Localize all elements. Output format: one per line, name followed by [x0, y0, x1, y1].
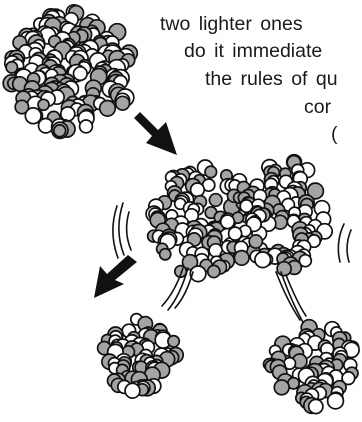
- caption-line: (: [331, 123, 338, 146]
- nucleon-light: [328, 393, 344, 409]
- nucleon-dark: [277, 262, 291, 276]
- nucleon-light: [191, 183, 205, 197]
- parent-nucleus-icon: [3, 5, 137, 139]
- nucleon-dark: [234, 251, 249, 266]
- fragment-right-icon: [264, 320, 360, 414]
- nucleon-light: [255, 252, 271, 268]
- nucleon-light: [80, 120, 93, 133]
- nucleon-light: [74, 67, 88, 81]
- nucleon-light: [39, 119, 53, 133]
- nucleon-dark: [160, 249, 171, 260]
- nucleon-dark: [209, 194, 222, 207]
- nucleon-light: [125, 383, 140, 398]
- splitting-nucleus-icon: [146, 155, 332, 282]
- caption-line: the rules of qu: [205, 68, 338, 91]
- nucleon-light: [229, 227, 242, 240]
- nucleon-light: [309, 399, 323, 413]
- nucleon-dark: [54, 125, 66, 137]
- nucleon-dark: [208, 265, 220, 277]
- split-arrow-icon: [94, 255, 137, 298]
- fragment-left-icon: [98, 314, 184, 399]
- nucleon-dark: [116, 96, 130, 110]
- nucleon-light: [25, 108, 41, 124]
- nucleon-dark: [168, 336, 179, 347]
- caption-line: do it immediate: [184, 40, 322, 63]
- nucleon-dark: [205, 166, 217, 178]
- nucleon-dark: [38, 99, 49, 110]
- nucleon-dark: [100, 101, 116, 117]
- nucleon-dark: [249, 235, 262, 248]
- caption-line: two lighter ones: [160, 13, 303, 36]
- fission-arrow-icon: [134, 112, 177, 155]
- nucleon-light: [221, 215, 235, 229]
- caption-line: cor: [304, 96, 331, 119]
- nucleon-dark: [274, 380, 289, 395]
